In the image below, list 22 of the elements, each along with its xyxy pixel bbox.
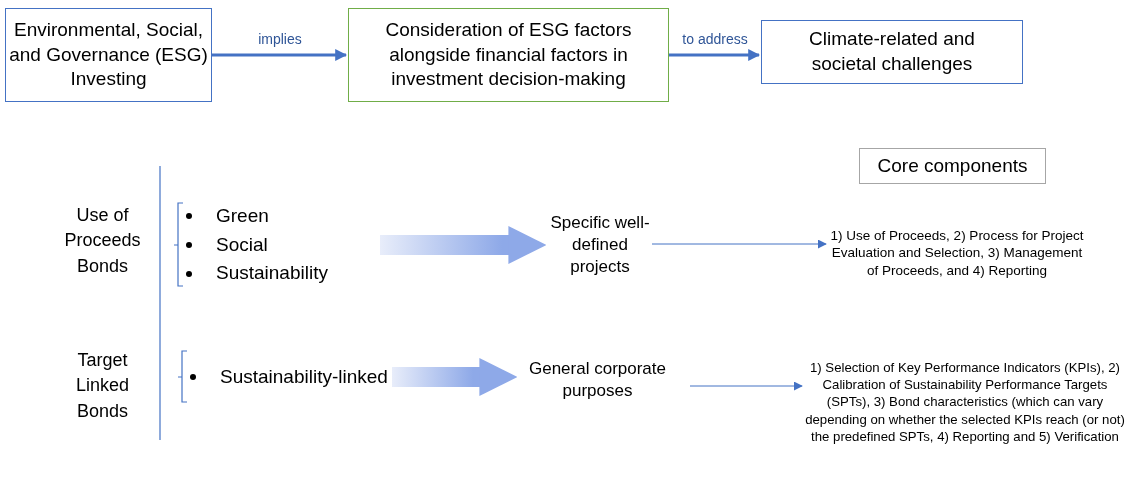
arrow [651, 239, 827, 249]
row-label: Use of Proceeds Bonds [63, 204, 142, 278]
list-item: Social [216, 232, 268, 257]
block-arrow [380, 226, 547, 264]
arrow [689, 381, 803, 391]
row-label: Target Linked Bonds [74, 349, 130, 423]
process-box: Environmental, Social, and Governance (ESG) Investing [5, 8, 212, 102]
arrow [212, 49, 348, 61]
list-item: Green [216, 203, 269, 228]
components-text: 1) Selection of Key Performance Indicators (KPIs), 2) Calibration of Sustainability Performance Targets (SPTs), 3) Bond characteristics (which can vary depending on whether the selected KPIs reach (or not) the predefined SPTs, 4) Reporting and 5) Verification [804, 359, 1126, 445]
outcome-text: General corporate purposes [528, 357, 667, 402]
arrow [669, 49, 761, 61]
list-item: Sustainability [216, 261, 328, 286]
list-item: Sustainability-linked [220, 364, 388, 389]
process-box: Consideration of ESG factors alongside financial factors in investment decision-making [348, 8, 669, 102]
block-arrow [392, 358, 518, 396]
heading-box: Core components [859, 148, 1046, 184]
outcome-text: Specific well-defined projects [549, 211, 651, 279]
process-box: Climate-related and societal challenges [761, 20, 1023, 84]
edge-label: to address [680, 31, 750, 47]
edge-label: implies [256, 31, 304, 47]
components-text: 1) Use of Proceeds, 2) Process for Project Evaluation and Selection, 3) Management of Proceeds, and 4) Reporting [829, 226, 1085, 280]
